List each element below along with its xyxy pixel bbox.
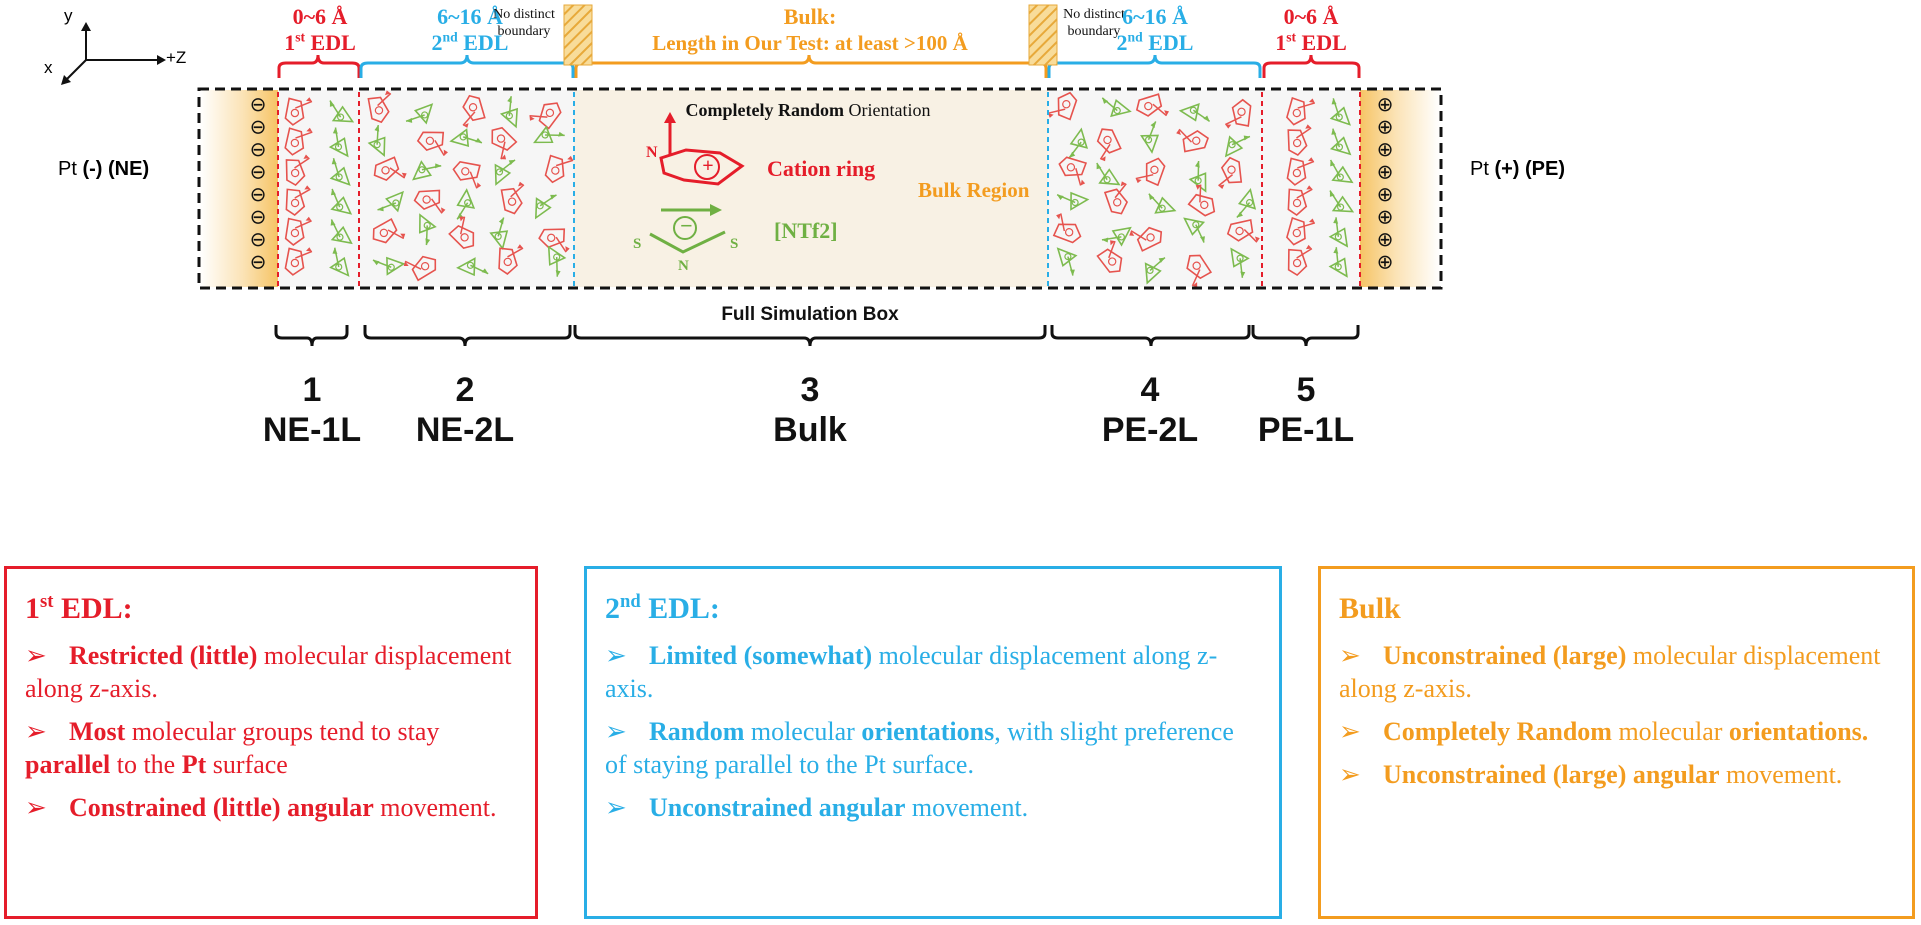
edl1-left-header: 0~6 Å 1st EDL	[284, 4, 356, 55]
edl1-info-title: 1st EDL:	[25, 591, 133, 625]
edl2-item-2: ➢Random molecular orientations, with sli…	[605, 717, 1234, 779]
sulfur-atom-label-right: S	[730, 236, 739, 252]
edl2-item-1: ➢Limited (somewhat) molecular displaceme…	[605, 641, 1218, 703]
bulk-info-title: Bulk	[1339, 592, 1401, 625]
negative-electrode-label: Pt (-) (NE)	[58, 158, 150, 180]
no-boundary-label-right: No distinct boundary	[1063, 7, 1125, 39]
edl2-info-title: 2nd EDL:	[605, 591, 720, 625]
edl2-item-3: ➢Unconstrained angular movement.	[605, 793, 1029, 822]
charge-symbol: ⊖	[250, 227, 267, 251]
charge-symbol: ⊕	[1377, 250, 1394, 274]
charge-symbol: ⊖	[250, 115, 267, 139]
edl2-right-header: 6~16 Å 2nd EDL	[1116, 4, 1194, 55]
edl1-item-2: ➢Most molecular groups tend to stay para…	[25, 717, 440, 779]
axis-y-label: y	[64, 6, 73, 25]
simulation-box-caption: Full Simulation Box	[721, 304, 899, 325]
bulk-region-fill	[574, 90, 1048, 287]
cation-ring-icon	[659, 112, 745, 186]
negative-charge-icons: ⊖⊖⊖⊖⊖⊖⊖⊖	[250, 92, 267, 274]
brace-edl2-right	[1047, 54, 1262, 78]
charge-symbol: ⊕	[1377, 92, 1394, 116]
positive-electrode	[1360, 90, 1440, 287]
bullet-arrow-icon: ➢	[605, 717, 627, 746]
brace-region-3	[573, 325, 1047, 347]
negative-electrode	[200, 90, 278, 287]
bullet-arrow-icon: ➢	[1339, 717, 1361, 746]
positive-electrode-label: Pt (+) (PE)	[1470, 158, 1566, 180]
bulk-item-2: ➢Completely Random molecular orientation…	[1339, 717, 1869, 746]
no-boundary-marker-left	[563, 4, 593, 66]
bullet-arrow-icon: ➢	[25, 793, 47, 822]
charge-symbol: ⊕	[1377, 205, 1394, 229]
minus-symbol: −	[680, 213, 693, 238]
ntf2-anion-icon	[649, 204, 726, 254]
brace-bulk	[574, 54, 1048, 78]
charge-symbol: ⊖	[250, 182, 267, 206]
brace-edl2-left	[359, 54, 575, 78]
ntf2-label: [NTf2]	[774, 218, 838, 243]
orientation-label: Completely Random Orientation	[685, 100, 931, 120]
bullet-arrow-icon: ➢	[605, 793, 627, 822]
edl1-item-1: ➢Restricted (little) molecular displacem…	[25, 641, 512, 703]
nitrogen-atom-label: N	[646, 144, 658, 161]
edl1-info-box: 1st EDL: ➢Restricted (little) molecular …	[4, 566, 538, 919]
brace-region-5	[1251, 325, 1360, 347]
charge-symbol: ⊕	[1377, 115, 1394, 139]
edl2-info-box: 2nd EDL: ➢Limited (somewhat) molecular d…	[584, 566, 1282, 919]
brace-region-4	[1050, 325, 1251, 347]
bulk-info-box: Bulk ➢Unconstrained (large) molecular di…	[1318, 566, 1915, 919]
axis-z-label: +Z	[166, 48, 187, 67]
charge-symbol: ⊕	[1377, 182, 1394, 206]
nitrogen-anion-label: N	[678, 258, 689, 274]
brace-edl1-right	[1262, 54, 1361, 78]
charge-symbol: ⊕	[1377, 137, 1394, 161]
sulfur-atom-label-left: S	[633, 236, 642, 252]
edl1-right-header: 0~6 Å 1st EDL	[1275, 4, 1347, 55]
no-boundary-label-left: No distinct boundary	[493, 7, 555, 39]
charge-symbol: ⊖	[250, 160, 267, 184]
bulk-item-3: ➢Unconstrained (large) angular movement.	[1339, 760, 1843, 789]
bullet-arrow-icon: ➢	[25, 717, 47, 746]
bullet-arrow-icon: ➢	[1339, 760, 1361, 789]
axis-x-label: x	[44, 58, 53, 77]
edl2-left-header: 6~16 Å 2nd EDL	[431, 4, 509, 55]
bullet-arrow-icon: ➢	[25, 641, 47, 670]
no-boundary-marker-right	[1028, 4, 1058, 66]
bulk-item-1: ➢Unconstrained (large) molecular displac…	[1339, 641, 1881, 703]
charge-symbol: ⊖	[250, 137, 267, 161]
positive-charge-icons: ⊕⊕⊕⊕⊕⊕⊕⊕	[1377, 92, 1394, 274]
charge-symbol: ⊖	[250, 92, 267, 116]
bullet-arrow-icon: ➢	[605, 641, 627, 670]
brace-region-2	[363, 325, 572, 347]
plus-symbol: +	[702, 155, 714, 177]
cation-ring-label: Cation ring	[767, 156, 876, 181]
charge-symbol: ⊖	[250, 205, 267, 229]
bullet-arrow-icon: ➢	[1339, 641, 1361, 670]
brace-edl1-left	[277, 54, 361, 78]
axes-icon	[61, 22, 166, 85]
brace-region-1	[274, 325, 349, 347]
bulk-header: Bulk: Length in Our Test: at least >100 …	[652, 4, 968, 55]
bulk-region-label: Bulk Region	[918, 178, 1030, 202]
edl1-item-3: ➢Constrained (little) angular movement.	[25, 793, 497, 822]
charge-symbol: ⊕	[1377, 227, 1394, 251]
charge-symbol: ⊖	[250, 250, 267, 274]
charge-symbol: ⊕	[1377, 160, 1394, 184]
